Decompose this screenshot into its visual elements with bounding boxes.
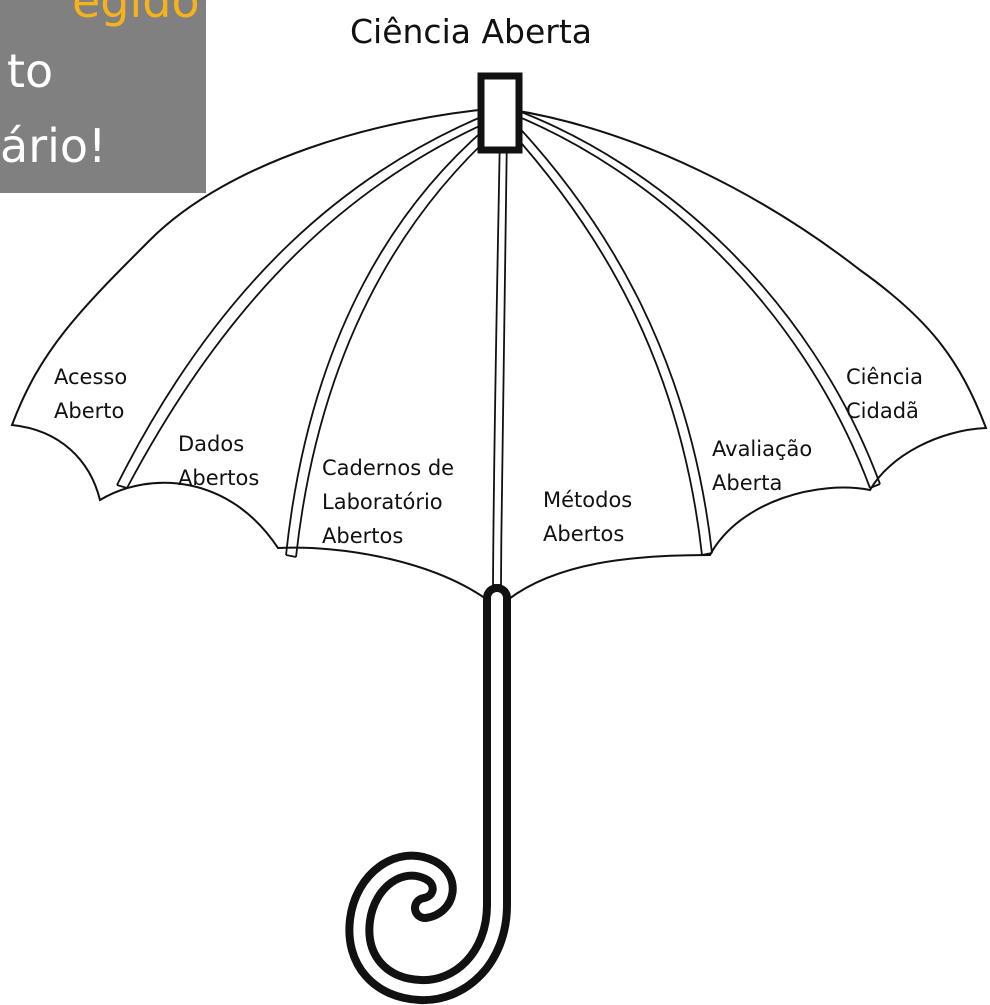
overlay-line-2: to: [7, 44, 54, 98]
segment-line: Laboratório: [322, 490, 443, 514]
umbrella-ribs: [116, 109, 881, 586]
segment-label-avaliacao-aberta: Avaliação Aberta: [712, 432, 812, 500]
segment-label-metodos-abertos: Métodos Abertos: [543, 483, 632, 551]
segment-line: Aberto: [54, 399, 125, 423]
overlay-text-box: egido to ário!: [0, 0, 206, 193]
umbrella-handle: [345, 584, 511, 1005]
segment-line: Métodos: [543, 488, 633, 512]
segment-line: Acesso: [54, 365, 128, 389]
segment-line: Abertos: [178, 466, 260, 490]
segment-label-cadernos-laboratorio-abertos: Cadernos de Laboratório Abertos: [322, 451, 454, 553]
overlay-line-1: egido: [72, 0, 200, 28]
segment-label-acesso-aberto: Acesso Aberto: [54, 360, 127, 428]
segment-line: Cadernos de: [322, 456, 455, 480]
segment-line: Abertos: [543, 522, 625, 546]
overlay-line-3: ário!: [0, 119, 107, 173]
diagram-title: Ciência Aberta: [350, 12, 593, 51]
segment-line: Cidadã: [846, 399, 919, 423]
segment-line: Ciência: [846, 365, 923, 389]
segment-label-dados-abertos: Dados Abertos: [178, 427, 259, 495]
segment-line: Abertos: [322, 524, 404, 548]
segment-line: Aberta: [712, 471, 783, 495]
segment-line: Avaliação: [712, 437, 813, 461]
segment-label-ciencia-cidada: Ciência Cidadã: [846, 360, 923, 428]
segment-line: Dados: [178, 432, 245, 456]
umbrella-top: [477, 72, 523, 154]
